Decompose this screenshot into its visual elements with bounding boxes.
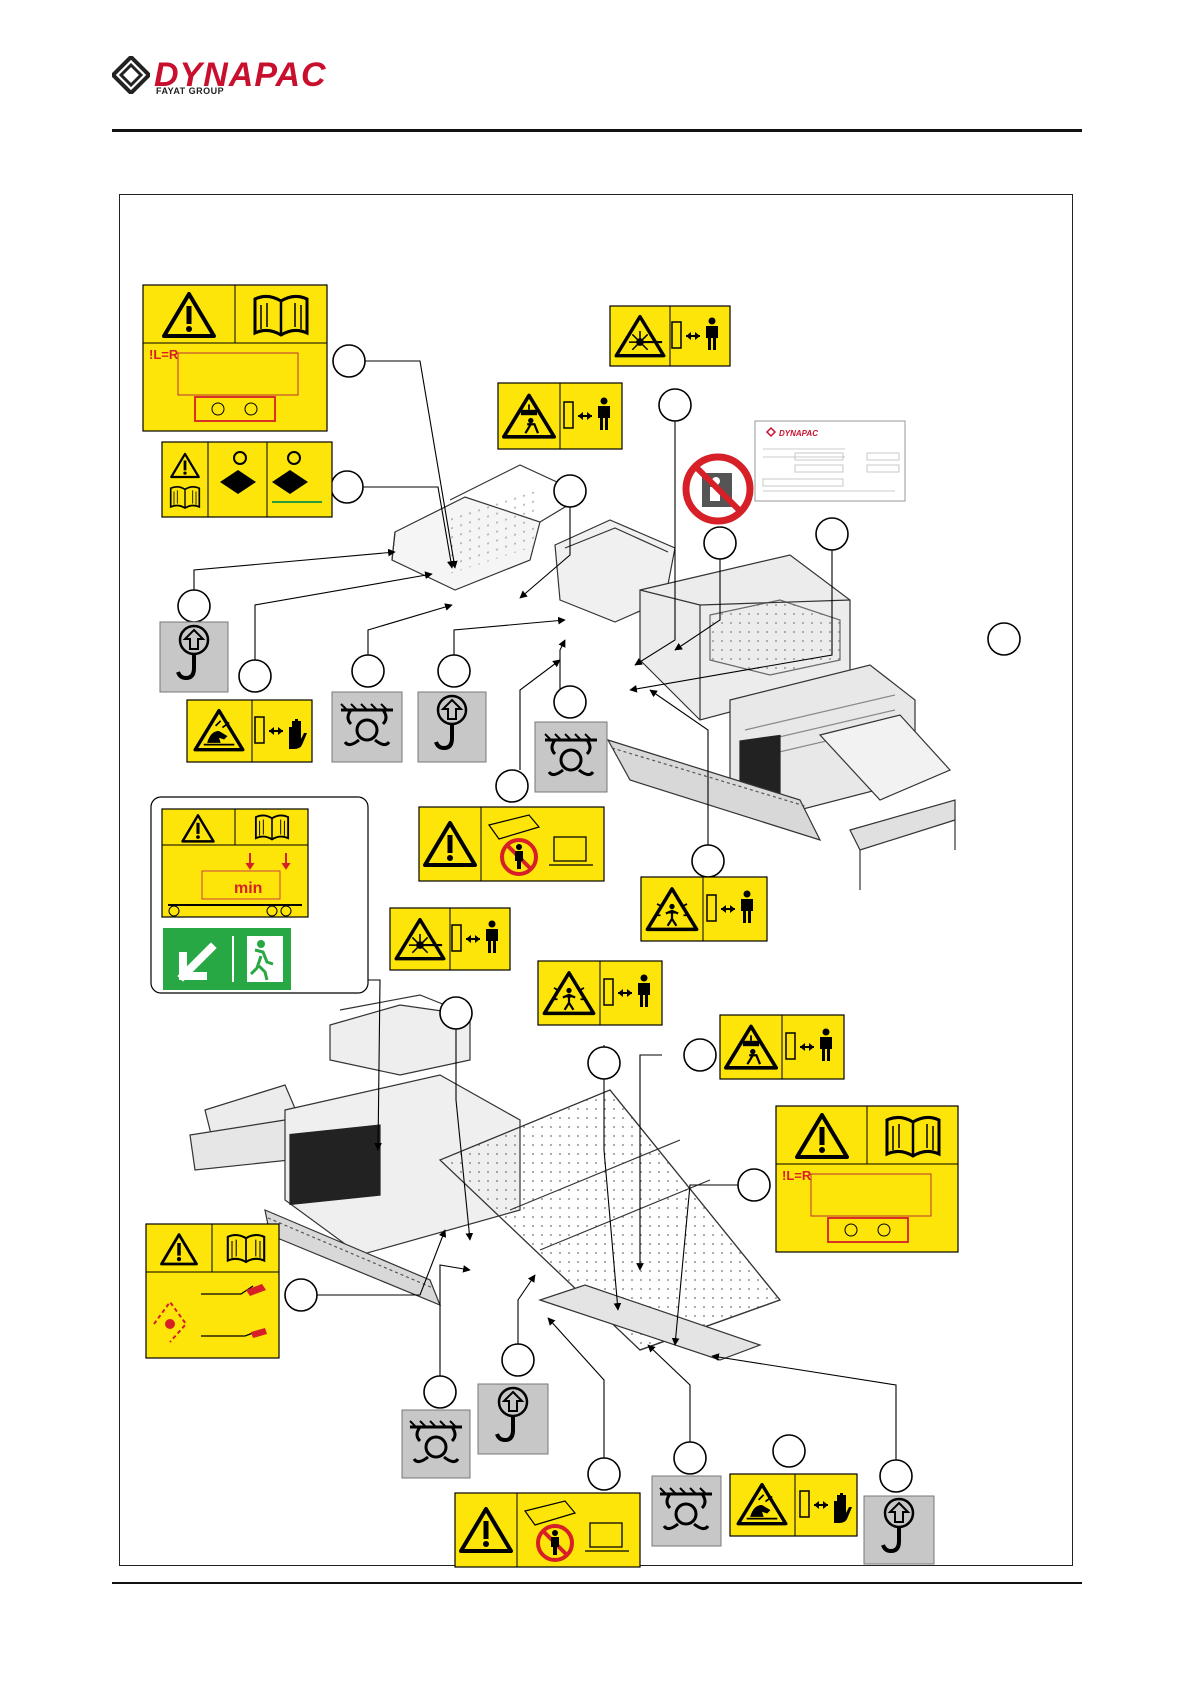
decal-hand-crush-bottom: [730, 1474, 857, 1536]
min-label: min: [234, 880, 262, 897]
decal-laser-top: [610, 306, 730, 366]
decal-laser-bottom: [390, 908, 510, 970]
decal-lift-point-3: [478, 1384, 548, 1454]
callout-marker: [424, 1376, 456, 1408]
formula-label: !L=R: [782, 1168, 812, 1183]
callout-marker: [773, 1435, 805, 1467]
decal-no-entry: [686, 457, 750, 521]
inset-transport-and-exit: min: [151, 797, 368, 993]
decal-no-person-conveyor: [419, 807, 604, 881]
decal-lift-point-1: [160, 622, 228, 692]
callout-marker: [352, 655, 384, 687]
decal-tie-down-point-2: [535, 722, 607, 792]
callout-marker: [554, 475, 586, 507]
decal-hand-crush-top: [187, 700, 312, 762]
decal-emergency-exit: [163, 928, 291, 990]
decal-manual-conveyor-width-top: !L=R: [143, 285, 327, 431]
decal-flying-debris-bottom: [538, 961, 662, 1025]
decal-tie-down-point-1: [332, 692, 402, 762]
nameplate-brand: DYNAPAC: [779, 429, 818, 438]
callout-marker: [816, 518, 848, 550]
callout-marker: [554, 686, 586, 718]
callout-marker: [502, 1344, 534, 1376]
callout-marker: [674, 1442, 706, 1474]
decal-lift-point-4: [864, 1496, 934, 1564]
callout-marker: [588, 1458, 620, 1490]
callout-marker: [178, 590, 210, 622]
decal-transport-min-height: min: [162, 809, 308, 917]
callout-marker: [880, 1460, 912, 1492]
callout-marker: [684, 1039, 716, 1071]
callout-marker: [496, 770, 528, 802]
callout-marker: [285, 1279, 317, 1311]
callout-marker: [333, 345, 365, 377]
callout-marker: [738, 1169, 770, 1201]
callout-marker: [239, 660, 271, 692]
decal-raise-screed-manual: [146, 1224, 279, 1358]
callout-marker: [704, 527, 736, 559]
decal-no-person-conveyor-bottom: [455, 1493, 640, 1567]
decal-lift-point-2: [418, 692, 486, 762]
decal-falling-load-bottom: [720, 1015, 844, 1079]
callout-marker: [440, 997, 472, 1029]
callout-marker: [692, 845, 724, 877]
decal-nameplate: DYNAPAC: [755, 421, 905, 501]
footer-rule: [112, 1582, 1082, 1584]
decal-flying-debris-top: [641, 877, 767, 941]
decal-tie-down-point-3: [402, 1410, 470, 1478]
callout-marker: [659, 389, 691, 421]
decal-tie-down-point-4: [652, 1476, 721, 1546]
callout-marker: [438, 655, 470, 687]
decal-conveyor-maintenance-top: [162, 442, 332, 517]
formula-label: !L=R: [149, 347, 179, 362]
decal-falling-load-top: [498, 383, 622, 449]
callout-marker: [331, 471, 363, 503]
callout-marker: [588, 1047, 620, 1079]
callout-marker: [988, 623, 1020, 655]
decal-manual-conveyor-width-bottom: !L=R: [776, 1106, 958, 1252]
